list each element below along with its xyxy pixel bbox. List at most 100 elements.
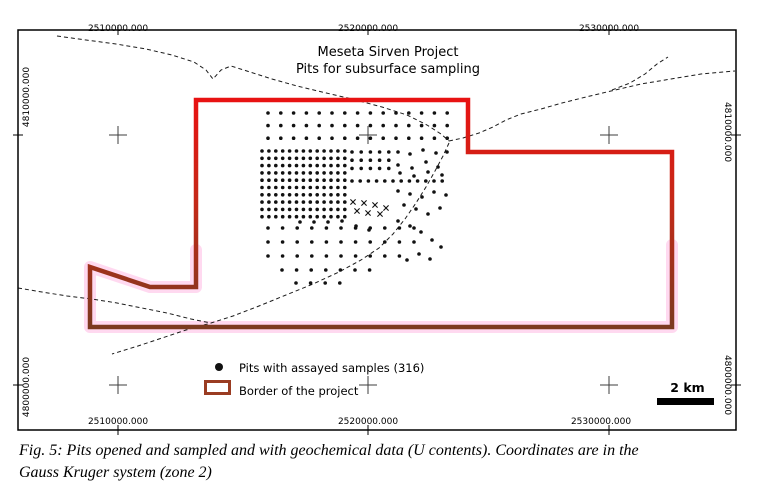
pit-dot xyxy=(407,111,411,115)
pit-x-marker-icon xyxy=(372,202,378,208)
dashed-trail xyxy=(611,56,669,91)
pit-dot xyxy=(315,163,320,168)
pit-dot xyxy=(377,150,382,154)
pit-dot xyxy=(381,136,386,140)
pit-dot xyxy=(415,179,420,183)
axis-label-right-1: 4810000.000 xyxy=(722,101,732,163)
pit-dot xyxy=(387,166,391,171)
pit-dot xyxy=(387,150,391,154)
pit-dot xyxy=(359,150,364,154)
pit-dot xyxy=(294,214,299,219)
pit-dot xyxy=(267,185,271,190)
pit-dot xyxy=(260,207,264,212)
pit-dot xyxy=(343,149,347,153)
pit-dot xyxy=(267,163,271,168)
pit-dot xyxy=(315,207,320,212)
pit-dot xyxy=(260,163,264,168)
pit-dot xyxy=(315,171,320,175)
pit-dot xyxy=(280,207,285,212)
pit-dot xyxy=(391,179,395,183)
pit-dot xyxy=(410,166,414,170)
pit-dot xyxy=(419,123,424,128)
pit-dot xyxy=(407,123,411,128)
pit-dot xyxy=(445,136,450,140)
pit-dot xyxy=(287,207,292,212)
legend-border-swatch-icon xyxy=(204,380,231,395)
pit-dot xyxy=(329,200,333,204)
pit-dot xyxy=(310,254,314,258)
pit-dot xyxy=(287,200,292,204)
pit-dot xyxy=(310,226,314,230)
pit-dot xyxy=(343,193,347,197)
pit-dot xyxy=(308,214,313,219)
pit-dot xyxy=(336,207,340,212)
pit-dot xyxy=(343,214,347,219)
pit-dot xyxy=(436,165,440,169)
dashed-trail xyxy=(17,287,212,324)
pit-dot xyxy=(294,185,299,190)
pit-dot xyxy=(444,193,448,197)
pit-dot xyxy=(301,163,306,168)
pit-dot xyxy=(315,185,320,190)
pit-dot xyxy=(294,171,299,175)
pit-dot xyxy=(350,166,354,171)
pit-dot xyxy=(421,148,425,152)
pit-dot xyxy=(301,200,306,204)
map-canvas xyxy=(13,25,741,435)
pit-dot xyxy=(419,111,424,115)
pit-dot xyxy=(260,185,264,190)
pit-dot xyxy=(419,136,424,140)
pit-dot xyxy=(322,193,326,197)
pit-dot xyxy=(310,240,314,244)
pit-dot xyxy=(315,193,320,197)
legend-pit-dot-icon xyxy=(215,363,223,371)
pit-dot xyxy=(343,171,347,175)
pit-dot xyxy=(322,163,326,168)
pit-dot xyxy=(368,111,373,115)
pit-dot xyxy=(402,203,406,207)
pit-dot xyxy=(295,254,300,258)
pit-dot xyxy=(315,200,320,204)
pit-dot xyxy=(412,240,416,244)
pit-dot xyxy=(295,240,300,244)
pit-dot xyxy=(280,214,285,219)
pit-dot xyxy=(301,193,306,197)
pit-dot xyxy=(336,149,340,153)
pit-dot xyxy=(308,185,313,190)
pit-dot xyxy=(340,219,344,223)
pit-dot xyxy=(267,193,271,197)
pit-dot xyxy=(412,226,416,230)
pit-dot xyxy=(301,156,306,161)
pit-dot xyxy=(291,111,296,115)
pit-dot xyxy=(353,254,358,258)
pit-dot xyxy=(280,240,285,244)
pit-dot xyxy=(260,171,264,175)
project-border xyxy=(87,97,675,330)
pit-dot xyxy=(408,152,412,156)
pit-dot xyxy=(280,254,285,258)
pit-dot xyxy=(266,111,270,115)
map-subtitle: Pits for subsurface sampling xyxy=(296,62,480,77)
pit-dot xyxy=(267,207,271,212)
pit-dot xyxy=(260,156,264,161)
pit-dot xyxy=(387,158,391,162)
pit-dot xyxy=(324,226,329,230)
pit-dot xyxy=(280,193,285,197)
axis-label-bottom-3: 2530000.000 xyxy=(570,417,632,427)
pit-dot xyxy=(308,163,313,168)
pit-dot xyxy=(368,150,373,154)
pit-dot xyxy=(398,171,402,175)
pit-dot xyxy=(408,192,412,196)
pit-dot xyxy=(355,123,360,128)
pit-dot xyxy=(336,214,340,219)
pit-dot xyxy=(324,240,329,244)
pit-dot xyxy=(377,166,382,171)
pit-dot xyxy=(294,178,299,182)
pit-dot xyxy=(440,179,445,183)
pit-dot xyxy=(336,156,340,161)
pit-dot xyxy=(368,240,373,244)
pit-dot xyxy=(274,214,278,219)
pit-dot xyxy=(294,149,299,153)
pit-dot xyxy=(329,193,333,197)
